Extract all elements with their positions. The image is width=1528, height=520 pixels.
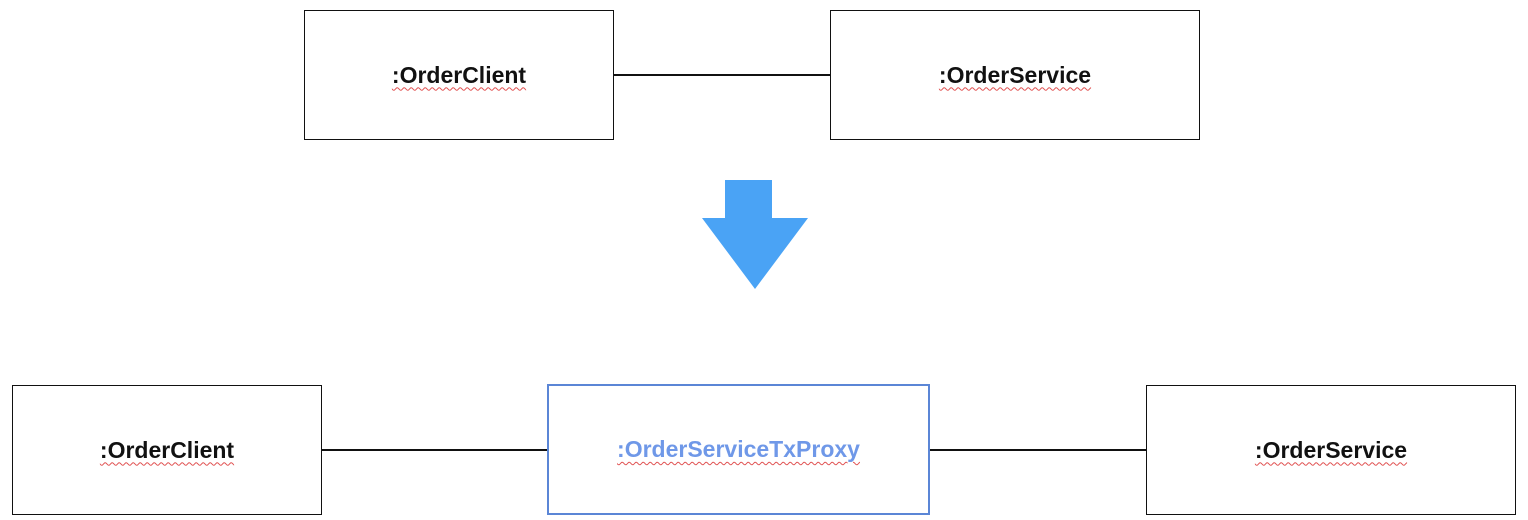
- after-proxy-service-connector: [930, 449, 1146, 451]
- before-order-service-box: :OrderService: [830, 10, 1200, 140]
- after-client-proxy-connector: [322, 449, 547, 451]
- after-order-service-box: :OrderService: [1146, 385, 1516, 515]
- after-order-client-box: :OrderClient: [12, 385, 322, 515]
- after-order-service-label: :OrderService: [1254, 436, 1408, 463]
- after-order-client-label: :OrderClient: [99, 436, 235, 463]
- before-order-client-label: :OrderClient: [391, 61, 527, 88]
- before-client-service-connector: [614, 74, 830, 76]
- down-arrow-icon: [702, 180, 808, 289]
- after-order-service-tx-proxy-box: :OrderServiceTxProxy: [547, 384, 930, 515]
- before-order-service-label: :OrderService: [938, 61, 1092, 88]
- after-order-service-tx-proxy-label: :OrderServiceTxProxy: [617, 436, 860, 462]
- before-order-client-box: :OrderClient: [304, 10, 614, 140]
